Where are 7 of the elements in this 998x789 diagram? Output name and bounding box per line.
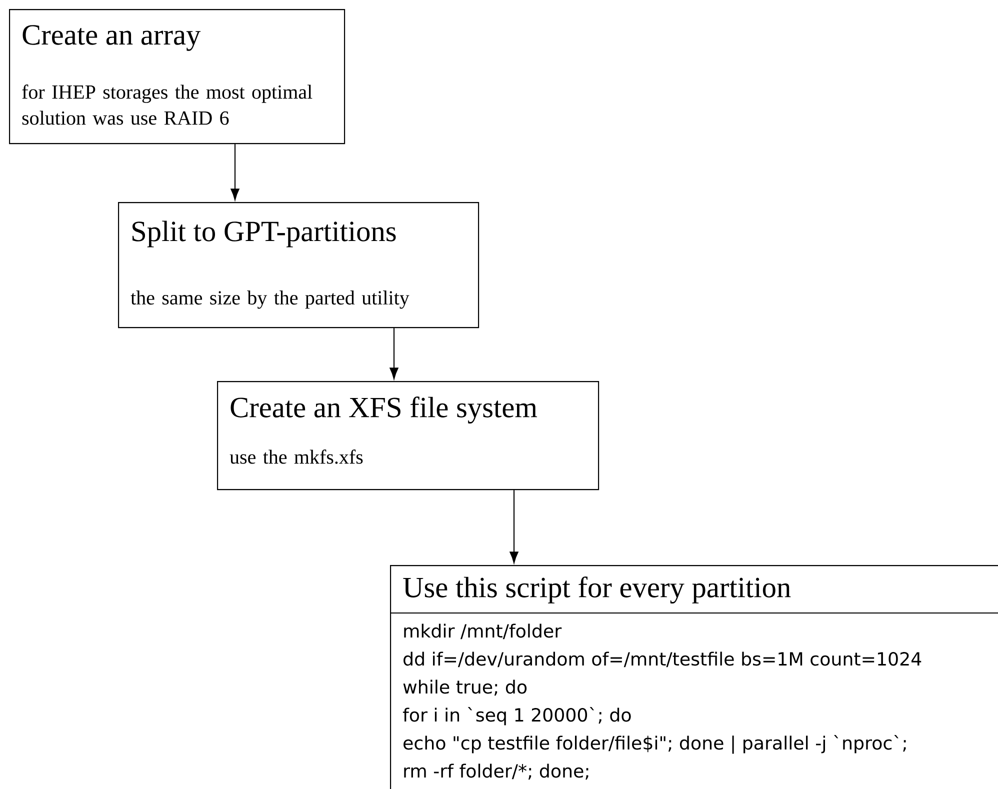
- process-box: Create an array for IHEP storages the most optimal solution was use RAID 6: [9, 9, 346, 144]
- arrow: [390, 328, 398, 380]
- arrow: [230, 144, 240, 200]
- process-box: Create an XFS file system use the mkfs.xfs: [217, 381, 600, 490]
- arrow: [510, 490, 518, 564]
- script-box: Use this script for every partition mkdir /mnt/folder dd if=/dev/urandom of=/mnt/testfile bs=1M count=1024 while true; do for i in `seq 1 20000`; do echo "cp testfile folder/file$i"; done | parallel -j `nproc`; rm -rf folder/*; done;: [390, 565, 998, 789]
- process-box: Split to GPT-partitions the same size by the parted utility: [118, 202, 480, 328]
